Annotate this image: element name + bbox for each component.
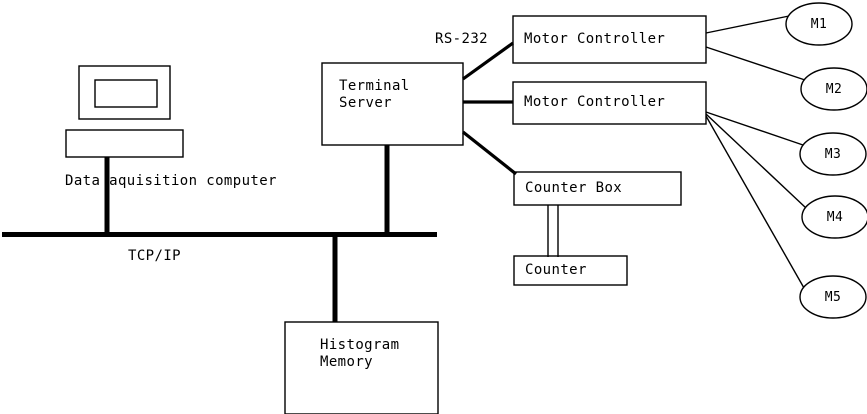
- motor-m2-label: M2: [825, 82, 843, 97]
- terminal-server-label-line1: Terminal: [339, 78, 410, 94]
- motor-m1-ellipse[interactable]: [785, 2, 853, 46]
- motor-m4-label: M4: [826, 210, 844, 225]
- computer-keyboard: [65, 129, 184, 158]
- link-motor-controller-2-to-motor-m4: [705, 113, 807, 209]
- counter-box-box[interactable]: [513, 171, 682, 206]
- data-acquisition-computer-label: Data aquisition computer: [65, 173, 277, 189]
- motor-m2-ellipse[interactable]: [800, 67, 867, 111]
- link-motor-controller-1-to-motor-m2: [705, 46, 806, 81]
- link-motor-controller-2-to-motor-m5: [705, 115, 805, 289]
- counter-box-label: Counter Box: [525, 180, 623, 196]
- link-terminal-server-to-motor-controller-1: [462, 41, 514, 81]
- motor-m3-ellipse[interactable]: [799, 132, 867, 176]
- terminal-server-label-line2: Server: [339, 95, 392, 111]
- motor-controller-1-box[interactable]: [512, 15, 707, 64]
- motor-m1-label: M1: [810, 17, 828, 32]
- rs232-link-label: RS-232: [435, 31, 488, 47]
- histogram-memory-label-line1: Histogram: [320, 337, 400, 353]
- link-terminal-server-to-counter-box: [462, 130, 517, 176]
- motor-m5-label: M5: [824, 290, 842, 305]
- counter-label: Counter: [525, 262, 587, 278]
- motor-controller-1-label: Motor Controller: [524, 31, 666, 47]
- motor-m4-ellipse[interactable]: [801, 195, 867, 239]
- motor-controller-2-box[interactable]: [512, 81, 707, 125]
- tcpip-bus-label: TCP/IP: [128, 248, 181, 264]
- counter-box[interactable]: [513, 255, 628, 286]
- histogram-memory-box[interactable]: [284, 321, 439, 414]
- motor-m5-ellipse[interactable]: [799, 275, 867, 319]
- histogram-memory-label-line2: Memory: [320, 354, 373, 370]
- motor-controller-2-label: Motor Controller: [524, 94, 666, 110]
- link-motor-controller-1-to-motor-m1: [705, 15, 790, 34]
- computer-monitor-screen: [94, 79, 158, 108]
- terminal-server-box[interactable]: [321, 62, 464, 146]
- motor-m3-label: M3: [824, 147, 842, 162]
- link-motor-controller-2-to-motor-m3: [705, 111, 804, 146]
